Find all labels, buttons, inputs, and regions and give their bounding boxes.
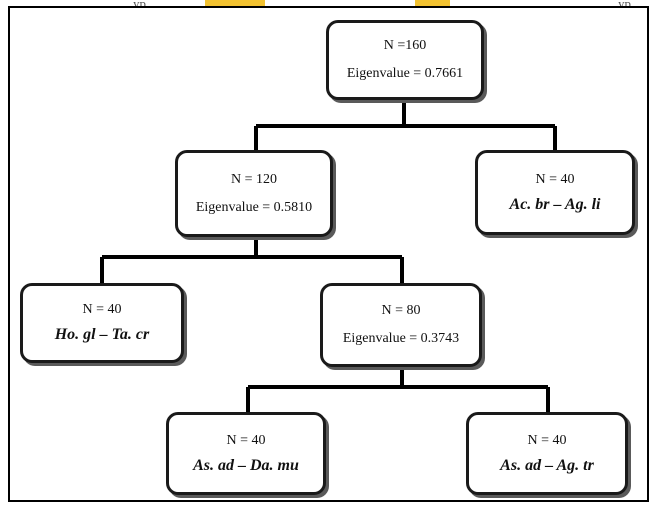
node-group-label: As. ad – Da. mu [193, 456, 299, 474]
node-left3: N = 40 As. ad – Da. mu [166, 412, 326, 495]
node-count: N = 80 [381, 303, 421, 318]
cropped-text: yp [133, 0, 146, 7]
node-root: N =160 Eigenvalue = 0.7661 [326, 20, 484, 100]
node-right1: N = 40 Ac. br – Ag. li [475, 150, 635, 235]
node-group-label: Ho. gl – Ta. cr [54, 326, 150, 343]
node-eigenvalue: Eigenvalue = 0.7661 [346, 66, 464, 81]
accent-mark [205, 0, 265, 6]
node-eigenvalue: Eigenvalue = 0.5810 [195, 199, 313, 215]
node-right3: N = 40 As. ad – Ag. tr [466, 412, 628, 495]
cropped-text: yp [618, 0, 631, 7]
node-group-label: As. ad – Ag. tr [500, 456, 594, 474]
accent-mark [415, 0, 450, 6]
node-left2: N = 40 Ho. gl – Ta. cr [20, 283, 184, 363]
node-count: N =160 [383, 38, 427, 53]
node-count: N = 40 [527, 432, 567, 448]
cropped-top-strip: yp yp [0, 0, 659, 7]
node-count: N = 40 [82, 302, 122, 317]
node-left1: N = 120 Eigenvalue = 0.5810 [175, 150, 333, 237]
node-count: N = 40 [226, 432, 266, 448]
node-count: N = 40 [535, 171, 575, 187]
node-mid2: N = 80 Eigenvalue = 0.3743 [320, 283, 482, 367]
node-count: N = 120 [230, 171, 277, 187]
node-group-label: Ac. br – Ag. li [509, 195, 601, 213]
node-eigenvalue: Eigenvalue = 0.3743 [342, 331, 460, 346]
